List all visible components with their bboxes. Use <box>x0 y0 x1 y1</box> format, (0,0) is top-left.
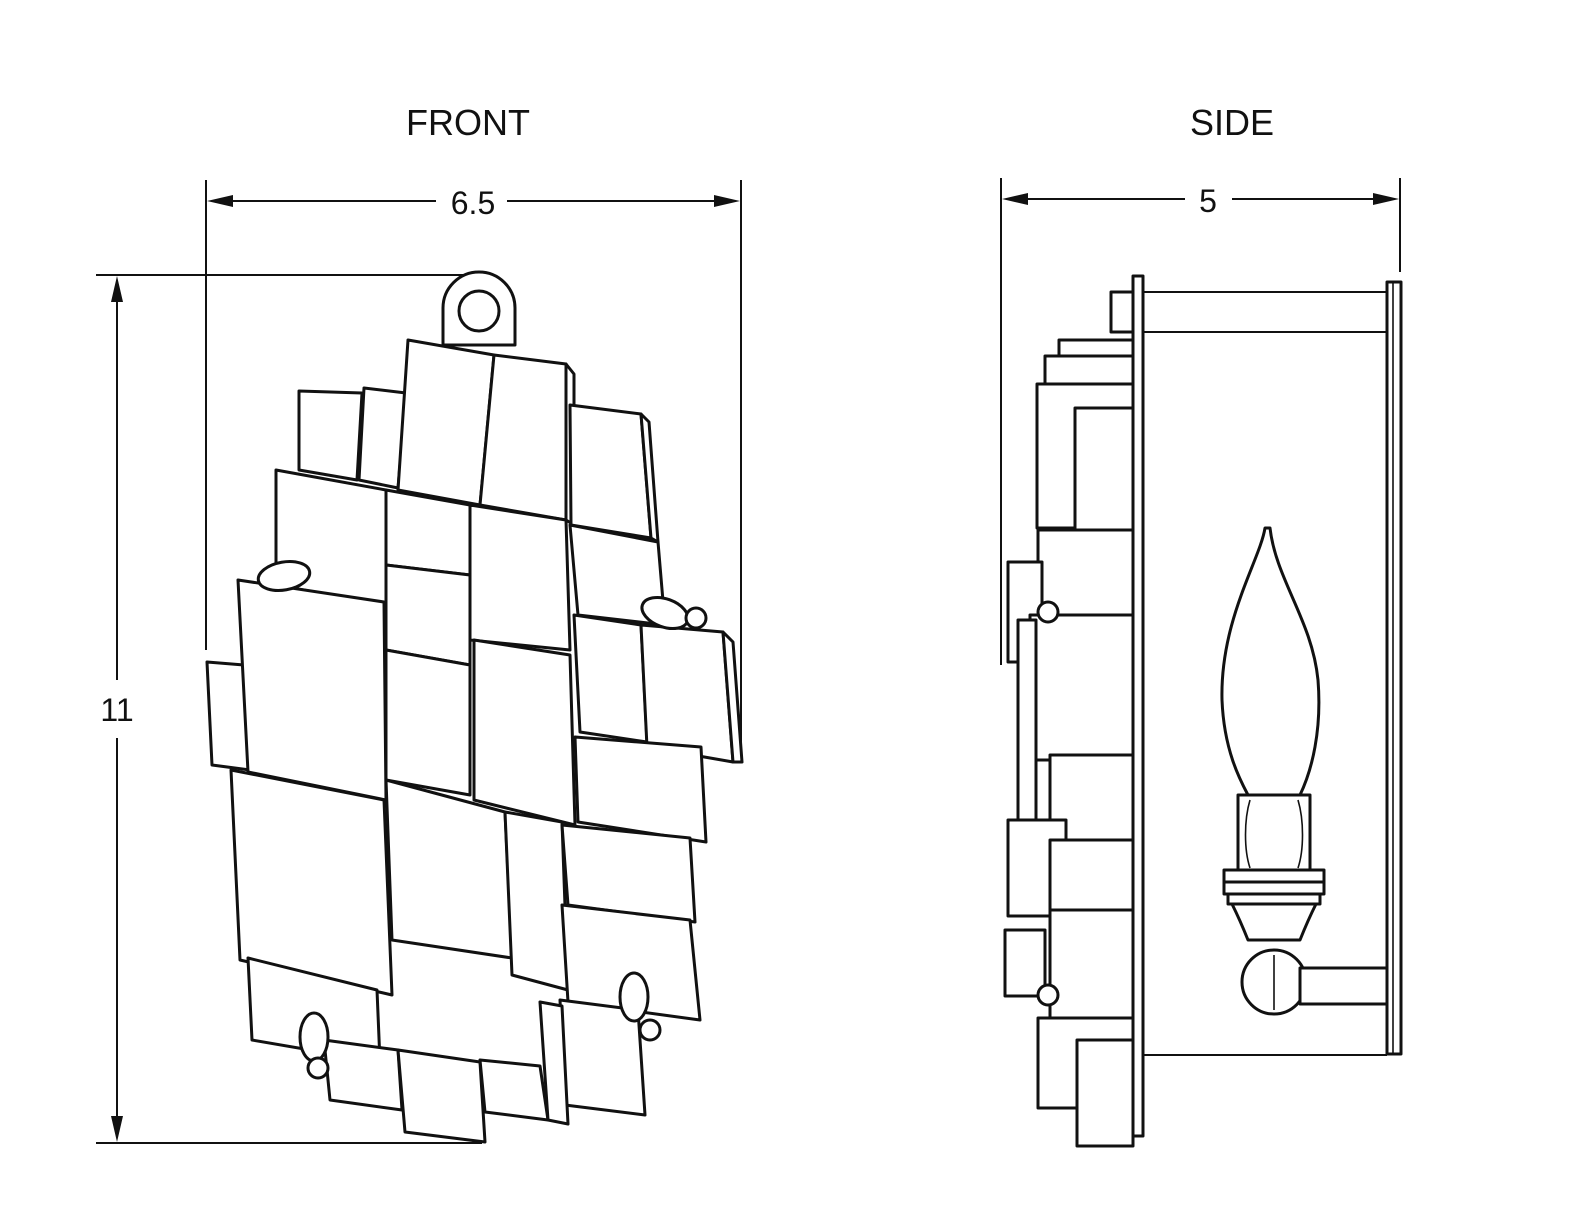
side-tile <box>1016 618 1038 822</box>
right-tiles <box>558 523 744 1117</box>
tile <box>322 1038 404 1112</box>
tile <box>572 613 649 744</box>
tile <box>396 338 496 507</box>
tile <box>478 1058 550 1122</box>
mounting-hook <box>256 559 312 593</box>
tile <box>229 768 394 997</box>
side-tile <box>1073 406 1135 544</box>
front-width-arrow-left <box>207 195 233 207</box>
tile <box>384 648 472 797</box>
mounting-hook-post <box>638 1018 662 1042</box>
tile <box>472 638 577 827</box>
tile <box>573 735 708 844</box>
socket-shading-left <box>1244 799 1251 869</box>
front-width-label: 6.5 <box>451 185 495 221</box>
hanging-loop-hole <box>457 289 501 333</box>
tile <box>236 578 388 802</box>
mounting-hook-post <box>684 606 708 630</box>
side-tile <box>1075 1038 1135 1148</box>
side-depth-dimension: 5 <box>1000 178 1401 665</box>
tile <box>538 1000 570 1126</box>
side-tile <box>1043 354 1135 388</box>
tile <box>396 1048 487 1144</box>
tile <box>503 810 570 992</box>
tile <box>384 563 472 667</box>
front-height-label: 11 <box>100 692 133 728</box>
socket-shading-right <box>1297 799 1304 869</box>
side-tile <box>1003 928 1047 998</box>
arm-connector <box>1298 966 1389 1006</box>
socket-upper <box>1236 793 1312 872</box>
side-depth-arrow-right <box>1373 193 1399 205</box>
tile <box>568 403 653 540</box>
front-height-arrow-top <box>111 276 123 302</box>
tile <box>297 389 364 482</box>
side-tile-stack <box>1003 338 1135 1148</box>
front-frame-outer <box>1385 280 1403 1056</box>
side-tile <box>1048 908 1135 1022</box>
mounting-hook <box>298 1011 330 1063</box>
side-tile <box>1028 613 1135 762</box>
tile <box>478 353 568 522</box>
front-height-dimension: 11 <box>96 274 482 1144</box>
tile <box>468 503 572 652</box>
center-tiles <box>384 488 577 992</box>
front-view-sconce <box>205 270 744 1144</box>
tile <box>384 488 472 577</box>
socket-ring <box>1222 868 1326 884</box>
flame-bulb-icon <box>1220 526 1321 797</box>
tile <box>560 903 702 1022</box>
front-width-arrow-right <box>714 195 740 207</box>
side-view-title: SIDE <box>1190 102 1274 143</box>
front-height-arrow-bottom <box>111 1116 123 1142</box>
mounting-hook <box>618 971 650 1023</box>
side-view-sconce <box>1003 274 1403 1148</box>
middle-left-tiles <box>205 468 394 997</box>
tile <box>384 778 514 960</box>
upper-tiles <box>297 338 660 544</box>
hanging-loop <box>441 270 517 347</box>
side-hook <box>1036 600 1060 624</box>
candle-bulb <box>1220 526 1389 1016</box>
bottom-tiles <box>246 956 570 1144</box>
tile <box>639 623 735 764</box>
tile <box>560 823 697 924</box>
front-view-title: FRONT <box>406 102 530 143</box>
socket-lower <box>1230 902 1318 942</box>
socket-ring <box>1222 880 1326 896</box>
top-cap <box>1109 290 1135 334</box>
mounting-hook-post <box>306 1056 330 1080</box>
side-depth-arrow-left <box>1002 193 1028 205</box>
side-depth-label: 5 <box>1199 183 1217 219</box>
mounting-hooks <box>256 559 708 1080</box>
front-width-dimension: 6.5 <box>205 180 742 755</box>
tile <box>721 630 744 764</box>
side-hook <box>1036 983 1060 1007</box>
